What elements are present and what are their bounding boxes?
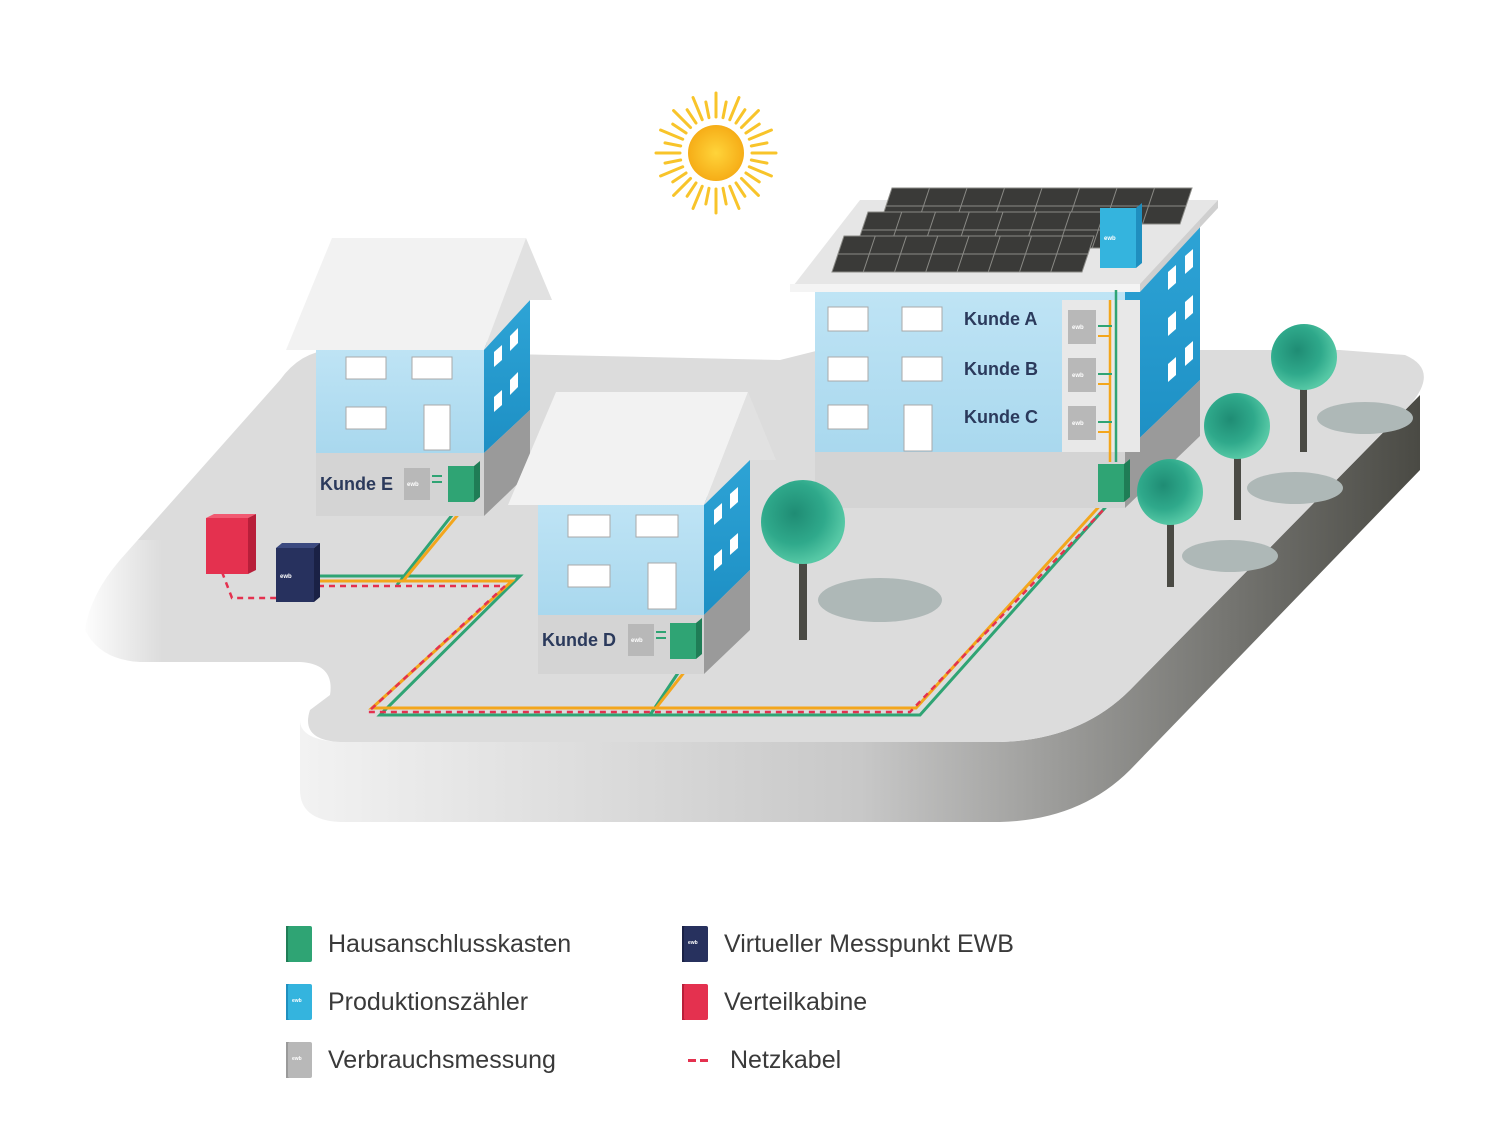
svg-text:ewb: ewb	[1072, 373, 1084, 379]
sun-ray	[744, 122, 761, 135]
dark-blue-meter-icon: ewb	[682, 924, 710, 964]
sun-ray	[685, 181, 698, 198]
legend-item-verbrauchsmessung: ewb Verbrauchsmessung	[286, 1038, 556, 1082]
svg-text:ewb: ewb	[1072, 421, 1084, 427]
svg-text:ewb: ewb	[407, 482, 419, 488]
sun-ray	[734, 108, 747, 125]
customer-label-a: Kunde A	[964, 309, 1037, 329]
legend-item-produktionszaehler: ewb Produktionszähler	[286, 980, 528, 1024]
svg-text:ewb: ewb	[631, 638, 643, 644]
green-box-icon	[286, 924, 314, 964]
sun-ray	[739, 109, 760, 130]
sun-ray	[704, 100, 711, 120]
sun-ray	[691, 96, 704, 122]
sun-ray	[685, 108, 698, 125]
virtual-metering-point: ewb	[276, 543, 320, 602]
svg-text:ewb: ewb	[280, 574, 292, 580]
sun-ray	[734, 181, 747, 198]
sun-ray	[671, 122, 688, 135]
sun-ray	[749, 141, 769, 148]
tree-shadows	[818, 402, 1413, 622]
sun-ray	[728, 96, 741, 122]
sun-ray	[739, 176, 760, 197]
distribution-cabinet	[206, 514, 256, 574]
house-d: Kunde D ewb	[508, 392, 776, 674]
light-blue-meter-icon: ewb	[286, 982, 314, 1022]
grey-meter-icon: ewb	[286, 1040, 314, 1080]
sun-icon	[654, 91, 778, 215]
red-cabinet-icon	[682, 982, 710, 1022]
sun-ray	[747, 128, 773, 141]
customer-label-e: Kunde E	[320, 474, 393, 494]
sun-ray	[659, 128, 685, 141]
customer-label-b: Kunde B	[964, 359, 1038, 379]
sun-ray	[721, 186, 728, 206]
sun-ray	[749, 158, 769, 165]
house-e: Kunde E ewb	[286, 238, 552, 516]
dashed-line-icon	[688, 1040, 716, 1080]
production-meter: ewb	[1100, 203, 1142, 268]
sun-ray	[744, 171, 761, 184]
legend-item-hausanschlusskasten: Hausanschlusskasten	[286, 922, 571, 966]
customer-label-c: Kunde C	[964, 407, 1038, 427]
sun-ray	[672, 109, 693, 130]
sun-ray	[721, 100, 728, 120]
legend-item-verteilkabine: Verteilkabine	[682, 980, 867, 1024]
svg-text:ewb: ewb	[1072, 325, 1084, 331]
sun-ray	[663, 158, 683, 165]
sun-ray	[704, 186, 711, 206]
trees	[761, 324, 1337, 640]
sun-ray	[747, 165, 773, 178]
sun-ray	[663, 141, 683, 148]
legend-item-virtueller-messpunkt: ewb Virtueller Messpunkt EWB	[682, 922, 1014, 966]
sun-ray	[671, 171, 688, 184]
legend: Hausanschlusskasten ewb Produktionszähle…	[280, 920, 1100, 1110]
sun-ray	[659, 165, 685, 178]
cable-network	[220, 498, 1114, 717]
sun-ray	[728, 184, 741, 210]
legend-item-netzkabel: Netzkabel	[688, 1038, 841, 1082]
sun-ray	[672, 176, 693, 197]
apartment-building: ewb ewb ewb ewb	[790, 187, 1218, 508]
svg-text:ewb: ewb	[1104, 236, 1116, 242]
customer-label-d: Kunde D	[542, 630, 616, 650]
sun-ray	[691, 184, 704, 210]
